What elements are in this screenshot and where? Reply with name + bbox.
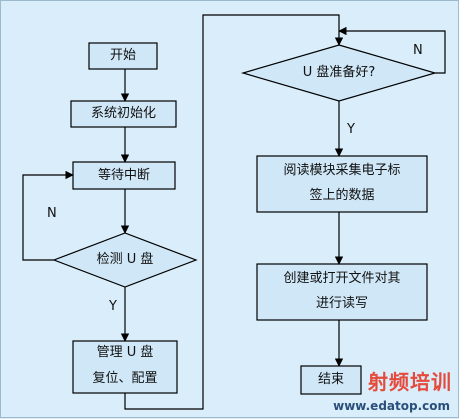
end-node <box>300 365 362 395</box>
init-node <box>70 100 177 128</box>
arrow-detect-no-loop <box>22 170 74 261</box>
start-node <box>88 42 158 70</box>
detect-no-label: N <box>47 206 57 221</box>
read-node <box>256 155 428 213</box>
ready-yes-label: Y <box>347 122 355 137</box>
read-label-line1: 阅读模块采集电子标 <box>283 163 401 178</box>
end-label: 结束 <box>317 372 344 387</box>
manage-label-line2: 复位、配置 <box>92 371 158 386</box>
create-node <box>256 263 428 321</box>
read-label-line2: 签上的数据 <box>309 188 375 203</box>
detect-yes-label: Y <box>109 299 117 314</box>
arrow-manage-ready <box>124 14 344 410</box>
start-label: 开始 <box>109 48 136 63</box>
watermark-url: www.edatop.com <box>333 399 450 413</box>
ready-no-label: N <box>413 43 423 58</box>
arrow-ready-no-loop <box>338 26 446 74</box>
watermark-logo: 射频培训 <box>368 370 452 394</box>
init-label: 系统初始化 <box>90 106 156 121</box>
wait-label: 等待中断 <box>97 167 150 183</box>
manage-node <box>72 340 178 394</box>
manage-label-line1: 管理 U 盘 <box>96 345 154 360</box>
ready-label: U 盘准备好? <box>302 65 376 80</box>
create-label-line2: 进行读写 <box>315 296 368 311</box>
detect-label: 检测 U 盘 <box>96 252 154 267</box>
create-label-line1: 创建或打开文件对其 <box>283 271 401 286</box>
